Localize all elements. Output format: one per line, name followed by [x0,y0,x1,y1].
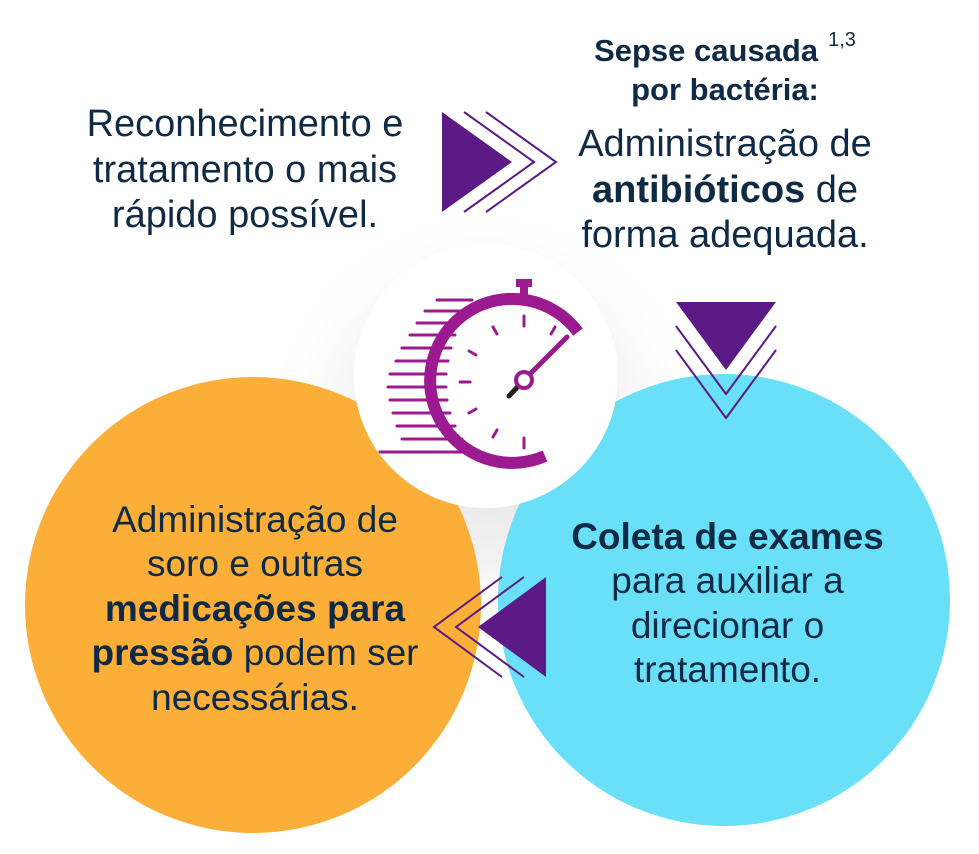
exams-step-text: Coleta de exames para auxiliar a direcio… [545,515,910,693]
triple-chevron-right-icon [442,111,558,213]
antibiotics-line-2-rest: de [805,168,859,211]
fluids-line-5: necessárias. [151,676,359,718]
antibiotics-heading-line-1-text: Sepse causada [594,33,819,68]
antibiotics-heading-line-1: Sepse causada 1,3 [560,29,890,71]
fluids-line-1: Administração de [112,499,398,540]
blue-step-circle [498,374,950,826]
recognition-line-2: tratamento o mais [92,148,398,191]
exams-line-4: tratamento. [633,649,822,691]
center-white-circle [354,244,618,508]
antibiotics-step-text: Administração de antibióticos de forma a… [555,122,895,259]
exams-line-1: Coleta de exames [571,516,884,557]
antibiotics-bold-word: antibióticos [591,168,806,211]
antibiotics-line-2: antibióticos de [555,168,895,214]
reference-superscript: 1,3 [828,29,856,51]
fluids-step-text: Administração de soro e outras medicaçõe… [45,498,465,720]
antibiotics-line-3: forma adequada. [581,214,869,257]
antibiotics-line-1: Administração de [578,123,872,165]
exams-line-2: para auxiliar a [611,560,844,602]
fluids-bold-word: pressão [91,632,234,674]
fluids-line-4-rest: podem ser [233,632,419,674]
fluids-line-3: medicações para [104,587,406,629]
fluids-line-4: pressão podem ser [45,631,465,675]
antibiotics-heading-line-2: por bactéria: [631,71,819,107]
recognition-line-1: Reconhecimento e [86,103,404,145]
recognition-line-3: rápido possível. [111,194,379,237]
triple-chevron-left-icon [432,576,546,678]
triple-chevron-down-icon [675,302,777,420]
fluids-line-2: soro e outras [147,543,363,585]
recognition-step-text: Reconhecimento e tratamento o mais rápid… [60,102,430,239]
stopwatch-speed-icon [378,279,583,469]
orange-step-circle [25,377,481,833]
antibiotics-heading: Sepse causada 1,3 por bactéria: [560,29,890,110]
exams-line-3: direcionar o [630,604,825,646]
